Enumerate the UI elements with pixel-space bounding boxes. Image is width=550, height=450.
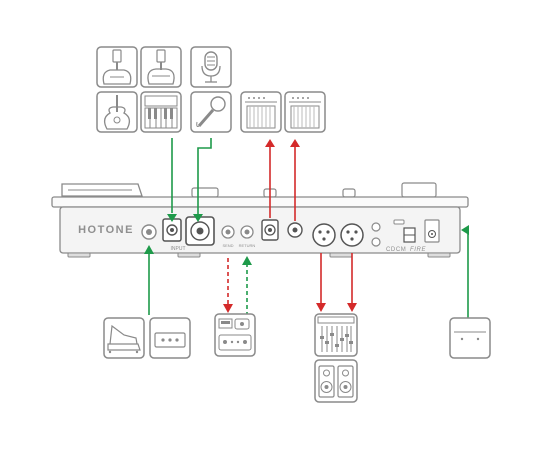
acoustic-guitar-icon — [140, 46, 182, 88]
output-cable-amp-left — [265, 139, 275, 218]
model-name: CDCM — [386, 247, 406, 253]
effects-unit-icon — [214, 313, 256, 357]
input-cable-instrument — [167, 138, 177, 222]
xlr-output-right — [340, 223, 364, 247]
fx-send-jack — [221, 225, 235, 239]
mixer-icon — [314, 313, 358, 357]
model-suffix: FIRE — [410, 247, 426, 253]
usb-port — [393, 219, 405, 225]
output-cable-amp-right — [290, 139, 300, 221]
electric-guitar-icon — [96, 46, 138, 88]
expression-jack — [141, 224, 157, 240]
power-switch — [403, 227, 416, 243]
instrument-input-jack — [162, 218, 182, 242]
input-label: INPUT — [171, 246, 186, 252]
brand-logo: HOTONE — [78, 224, 134, 236]
microphone-icon — [190, 46, 232, 88]
output-cable-xlr-right — [347, 253, 357, 312]
combo-input-jack — [185, 216, 215, 246]
studio-monitors-icon — [314, 359, 358, 403]
amp-output-jack-right — [287, 222, 303, 238]
classical-guitar-icon — [96, 91, 138, 133]
fx-return-jack — [240, 225, 254, 239]
fx-send-label: SEND — [222, 243, 233, 248]
guitar-amp-icon — [240, 91, 282, 133]
input-cable-expression — [144, 245, 154, 315]
amp-output-jack-left — [261, 219, 279, 241]
fx-loop-send-cable — [223, 258, 233, 313]
keyboard-icon — [140, 91, 182, 133]
expression-pedal-icon — [103, 317, 145, 359]
power-adapter-icon — [449, 317, 491, 359]
handheld-microphone-icon — [190, 91, 232, 133]
multi-effects-device: HOTONE INPUT SEND RETURN — [51, 182, 469, 258]
footswitch-icon — [149, 317, 191, 359]
input-cable-microphone — [193, 138, 212, 222]
guitar-amp-icon — [284, 91, 326, 133]
phones-jack — [371, 222, 381, 247]
output-cable-xlr-left — [316, 253, 326, 312]
fx-loop-return-cable — [242, 256, 252, 316]
power-cable — [461, 225, 469, 318]
xlr-output-left — [312, 223, 336, 247]
fx-return-label: RETURN — [239, 243, 256, 248]
dc-power-jack — [424, 219, 440, 243]
top-controls — [61, 182, 437, 198]
